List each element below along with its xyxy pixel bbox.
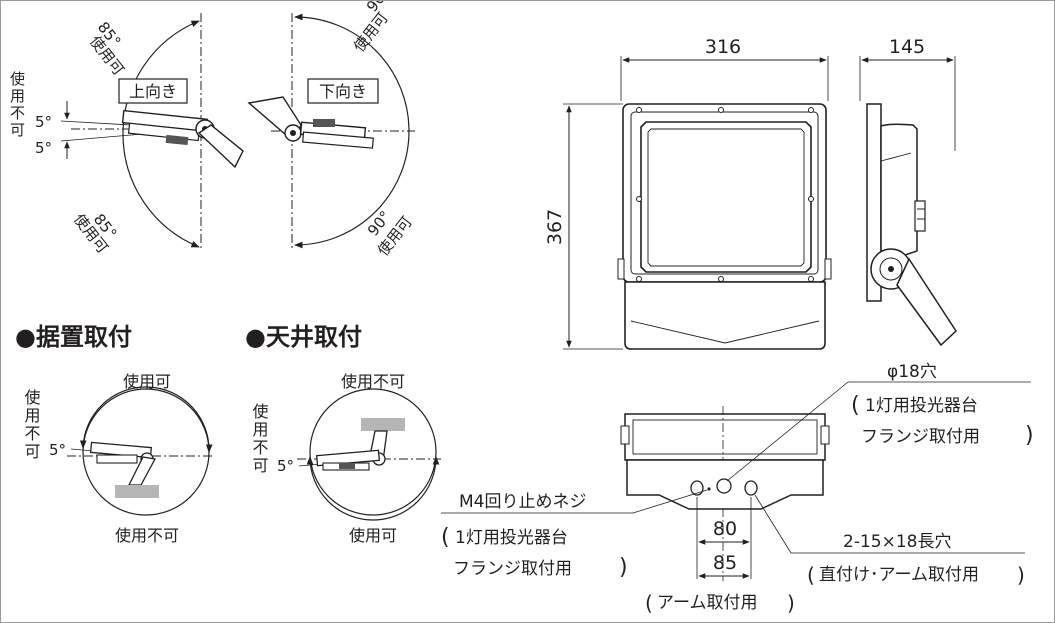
downward-label-box bbox=[307, 78, 379, 104]
front-view: 316 367 bbox=[544, 36, 832, 350]
floor-mount-heading: ●据置取付 bbox=[15, 323, 132, 351]
bottom-housing bbox=[624, 413, 826, 461]
tilt-label-upper: 5° bbox=[35, 113, 52, 131]
pivot-center bbox=[888, 266, 894, 272]
tilt-label: 5° bbox=[277, 457, 294, 475]
spacing-85: 85 bbox=[713, 552, 737, 574]
pivot-ring bbox=[879, 257, 903, 281]
side-bracket bbox=[617, 258, 625, 280]
hole18-callout-line1: 1灯用投光器台 bbox=[865, 396, 978, 416]
not-usable-label-bottom: 使用不可 bbox=[115, 526, 179, 545]
usable-label: 使用可 bbox=[349, 526, 397, 545]
screw bbox=[636, 107, 642, 113]
screw bbox=[718, 276, 724, 282]
base-contour bbox=[630, 320, 820, 344]
usable-range-arc bbox=[79, 386, 213, 453]
upward-rotation-view: 上向き 85° 使用可 85° 使用可 5° 5° 使用不可 bbox=[8, 13, 244, 257]
screw-callout-line2: フランジ取付用 bbox=[453, 559, 572, 579]
screw bbox=[636, 276, 642, 282]
usable-label-top: 使用可 bbox=[350, 9, 392, 56]
screw bbox=[808, 107, 814, 113]
bracket-close: ) bbox=[1025, 423, 1034, 448]
tilt-label-lower: 5° bbox=[35, 139, 52, 157]
arm-note: アーム取付用 bbox=[657, 593, 757, 613]
slot-callout-title: 2-15×18長穴 bbox=[843, 532, 951, 552]
ceiling-plate bbox=[361, 418, 405, 431]
bracket-open: ( bbox=[851, 393, 860, 418]
slot-callout-note: 直付け･アーム取付用 bbox=[819, 565, 979, 585]
bottom-bracket bbox=[820, 425, 830, 445]
upward-label-box bbox=[118, 78, 188, 104]
arm-slot-left bbox=[690, 480, 704, 496]
usable-range-arc bbox=[122, 20, 200, 248]
floor-mount-section: ●据置取付 使用可 使用不可 5° 使用不可 bbox=[15, 323, 215, 545]
ceiling-mount-heading: ●天井取付 bbox=[245, 323, 362, 351]
lens-inner bbox=[647, 128, 805, 267]
hole18-callout-line2: フランジ取付用 bbox=[861, 427, 980, 447]
width-dimension: 316 bbox=[705, 36, 741, 58]
floor-plate bbox=[115, 485, 159, 498]
bottom-bracket bbox=[620, 425, 630, 445]
housing-outer bbox=[622, 103, 827, 283]
leader-line bbox=[754, 494, 792, 554]
housing-bezel bbox=[630, 111, 819, 275]
bottom-inner bbox=[632, 419, 818, 455]
screw-callout-title: M4回り止めネジ bbox=[459, 492, 586, 512]
hole18-callout-title: φ18穴 bbox=[887, 362, 937, 382]
fixture-silhouette bbox=[121, 109, 244, 169]
height-dimension: 367 bbox=[544, 209, 566, 245]
side-front-plate bbox=[866, 103, 882, 302]
mount-arm bbox=[896, 257, 957, 347]
hole-18 bbox=[716, 478, 732, 494]
leader-line bbox=[726, 381, 849, 482]
not-usable-label-side: 使用不可 bbox=[22, 389, 41, 461]
leader-line bbox=[632, 489, 708, 514]
side-connector bbox=[914, 200, 926, 232]
arm-slot-right bbox=[744, 480, 758, 496]
upward-label: 上向き bbox=[129, 82, 177, 101]
bracket-close: ) bbox=[619, 555, 628, 580]
side-body bbox=[880, 123, 918, 265]
spacing-80: 80 bbox=[713, 518, 737, 540]
not-usable-label-top: 使用不可 bbox=[341, 372, 405, 391]
side-bracket bbox=[824, 258, 832, 280]
bracket-close: ) bbox=[787, 591, 795, 615]
not-usable-label: 使用不可 bbox=[8, 71, 26, 139]
screw bbox=[808, 196, 814, 202]
downward-rotation-view: 下向き 90° 使用可 90° 使用可 bbox=[247, 1, 416, 259]
bottom-view: 80 85 φ18穴 ( 1灯用投光器台 フランジ取付用 ) M4回り止めネジ … bbox=[441, 362, 1034, 615]
m4-screw bbox=[707, 487, 711, 491]
side-view: 145 bbox=[859, 36, 957, 347]
usable-label: 使用可 bbox=[123, 372, 171, 391]
fixture-silhouette bbox=[315, 430, 388, 471]
tilt-label: 5° bbox=[49, 441, 66, 459]
range-circle bbox=[309, 388, 437, 516]
bracket-open: ( bbox=[441, 525, 450, 550]
side-contour bbox=[880, 152, 912, 162]
screw bbox=[718, 107, 724, 113]
screw bbox=[808, 276, 814, 282]
bracket-close: ) bbox=[1017, 563, 1025, 587]
ceiling-mount-section: ●天井取付 使用不可 使用可 5° 使用不可 bbox=[245, 323, 441, 545]
bracket-open: ( bbox=[807, 563, 815, 587]
fixture-silhouette bbox=[89, 441, 157, 486]
not-usable-label-side: 使用不可 bbox=[250, 403, 269, 475]
screw bbox=[636, 196, 642, 202]
usable-range-arc bbox=[306, 456, 440, 521]
lens-panel bbox=[640, 121, 812, 273]
bracket-open: ( bbox=[645, 591, 653, 615]
downward-label: 下向き bbox=[319, 82, 367, 101]
fixture-silhouette bbox=[247, 96, 374, 149]
depth-dimension: 145 bbox=[889, 36, 925, 58]
housing-base bbox=[624, 281, 826, 350]
screw-callout-line1: 1灯用投光器台 bbox=[455, 528, 568, 548]
